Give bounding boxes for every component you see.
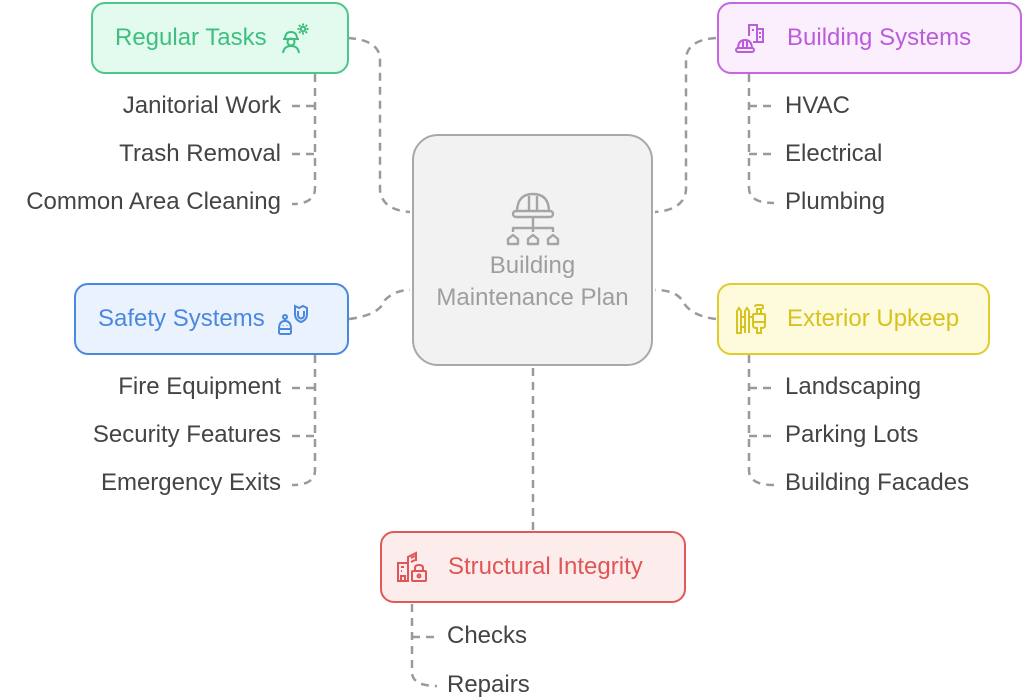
connector-regular-tasks [347,36,411,214]
leaf-plumbing: Plumbing [785,188,886,215]
branch-label: Structural Integrity [448,553,643,580]
worker-gear-icon [281,23,309,54]
building-hardhat-icon [735,24,764,53]
leaf-emergency-exits: Emergency Exits [100,469,281,496]
leaf-electrical: Electrical [785,140,883,167]
building-lock-icon [397,551,427,582]
leaf-common-area-cleaning: Common Area Cleaning [26,188,281,215]
branch-structural-integrity[interactable]: Structural Integrity [380,531,686,603]
leaf-landscaping: Landscaping [785,373,922,400]
connector-building-systems [654,36,717,214]
branch-building-systems[interactable]: Building Systems [717,2,1022,74]
leaf-security-features: Security Features [92,421,281,448]
connector-safety-systems [348,288,411,321]
connector-safety-leaves [291,355,317,487]
branch-label: Safety Systems [98,305,265,332]
connector-exterior-upkeep [654,288,717,321]
leaf-fire-equipment: Fire Equipment [118,373,281,400]
leaf-building-facades: Building Facades [785,469,970,496]
branch-safety-systems[interactable]: Safety Systems [74,283,349,355]
branch-label: Regular Tasks [115,24,267,51]
leaf-janitorial-work: Janitorial Work [122,92,281,119]
connector-bs-leaves [747,74,775,205]
central-topic-title: Building Maintenance Plan [436,252,629,311]
leaf-parking-lots: Parking Lots [785,421,919,448]
robot-shield-icon [277,304,308,335]
connector-struct-leaves [410,604,438,688]
leaf-trash-removal: Trash Removal [119,140,281,167]
branch-exterior-upkeep[interactable]: Exterior Upkeep [717,283,990,355]
branch-label: Building Systems [787,24,972,51]
hardhat-hierarchy-icon [506,192,559,246]
central-topic-building-maintenance-plan[interactable]: Building Maintenance Plan [412,134,653,366]
branch-label: Exterior Upkeep [787,305,960,332]
branch-regular-tasks[interactable]: Regular Tasks [91,2,349,74]
fence-brush-icon [736,304,766,334]
connector-ext-leaves [747,355,775,487]
leaf-repairs: Repairs [447,671,530,698]
leaf-checks: Checks [447,622,528,649]
connector-janitorial [291,74,317,206]
leaf-hvac: HVAC [785,92,850,119]
